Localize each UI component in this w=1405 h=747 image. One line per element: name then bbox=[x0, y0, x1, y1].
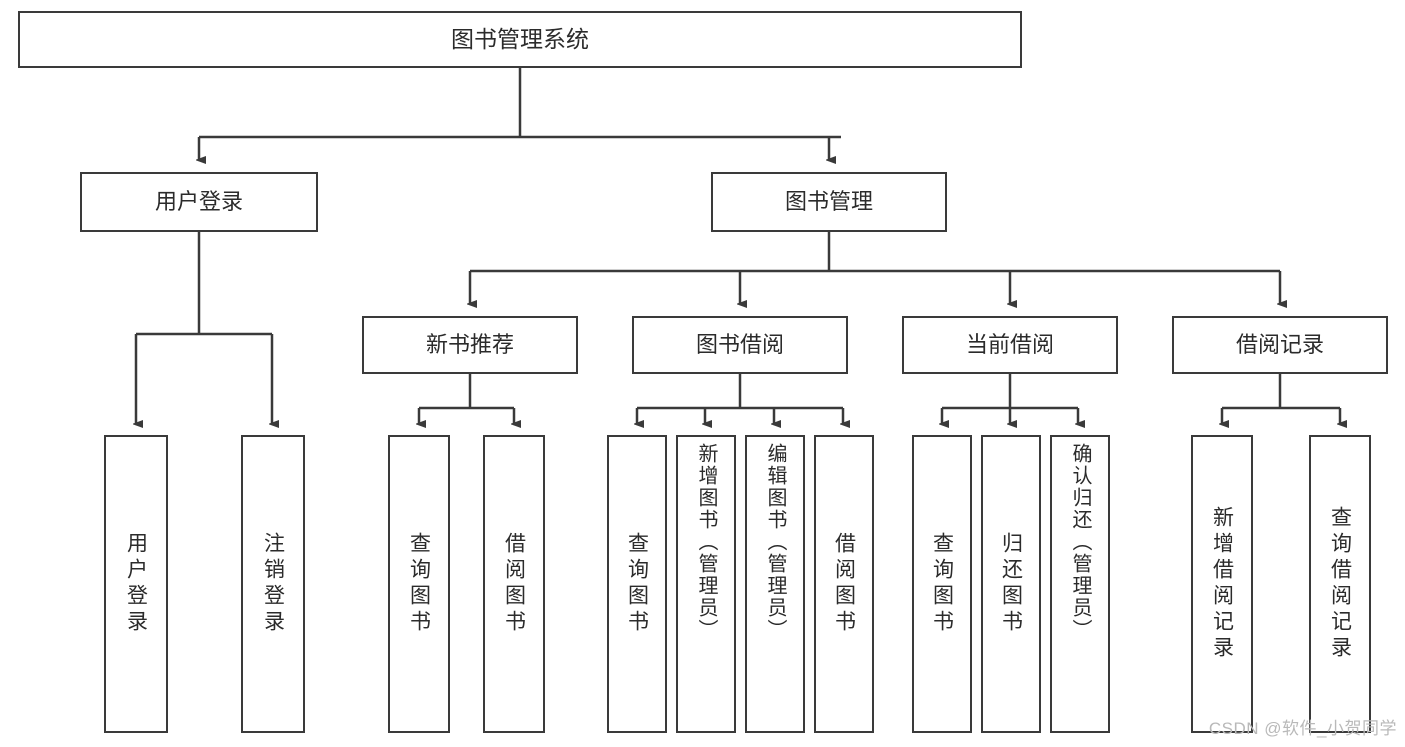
leaf-query-borrow-record[interactable]: 查询借阅记录 bbox=[1309, 435, 1371, 733]
node-label: 用户登录 bbox=[154, 189, 243, 215]
node-root-book-management-system[interactable]: 图书管理系统 bbox=[18, 11, 1022, 68]
node-label: 当前借阅 bbox=[965, 332, 1054, 358]
node-book-management[interactable]: 图书管理 bbox=[711, 172, 947, 232]
leaf-return-book[interactable]: 归还图书 bbox=[981, 435, 1041, 733]
leaf-logout[interactable]: 注销登录 bbox=[241, 435, 305, 733]
node-label: 新书推荐 bbox=[425, 332, 514, 358]
leaf-borrow-book[interactable]: 借阅图书 bbox=[814, 435, 874, 733]
node-label: 新增图书（管理员） bbox=[695, 443, 717, 641]
node-current-borrow[interactable]: 当前借阅 bbox=[902, 316, 1118, 374]
node-label: 图书管理系统 bbox=[451, 26, 589, 53]
node-label: 用户登录 bbox=[124, 532, 148, 636]
node-label: 编辑图书（管理员） bbox=[764, 443, 786, 641]
leaf-borrow-book-recommend[interactable]: 借阅图书 bbox=[483, 435, 545, 733]
node-new-book-recommend[interactable]: 新书推荐 bbox=[362, 316, 578, 374]
node-label: 注销登录 bbox=[261, 532, 285, 636]
node-user-login[interactable]: 用户登录 bbox=[80, 172, 318, 232]
leaf-user-login[interactable]: 用户登录 bbox=[104, 435, 168, 733]
node-borrow-record[interactable]: 借阅记录 bbox=[1172, 316, 1388, 374]
leaf-query-book-current[interactable]: 查询图书 bbox=[912, 435, 972, 733]
node-label: 归还图书 bbox=[999, 532, 1023, 636]
node-label: 图书管理 bbox=[784, 189, 873, 215]
node-label: 查询图书 bbox=[625, 532, 649, 636]
leaf-confirm-return-admin[interactable]: 确认归还（管理员） bbox=[1050, 435, 1110, 733]
leaf-query-book-recommend[interactable]: 查询图书 bbox=[388, 435, 450, 733]
watermark: CSDN @软件_小贺同学 bbox=[1208, 719, 1397, 738]
node-label: 查询图书 bbox=[930, 532, 954, 636]
node-label: 借阅图书 bbox=[502, 532, 526, 636]
node-label: 确认归还（管理员） bbox=[1069, 443, 1091, 641]
node-label: 查询借阅记录 bbox=[1328, 506, 1352, 662]
leaf-add-book-admin[interactable]: 新增图书（管理员） bbox=[676, 435, 736, 733]
leaf-edit-book-admin[interactable]: 编辑图书（管理员） bbox=[745, 435, 805, 733]
node-book-borrow[interactable]: 图书借阅 bbox=[632, 316, 848, 374]
node-label: 借阅记录 bbox=[1235, 332, 1324, 358]
node-label: 查询图书 bbox=[407, 532, 431, 636]
leaf-query-book-borrow[interactable]: 查询图书 bbox=[607, 435, 667, 733]
node-label: 新增借阅记录 bbox=[1210, 506, 1234, 662]
node-label: 图书借阅 bbox=[695, 332, 784, 358]
node-label: 借阅图书 bbox=[832, 532, 856, 636]
leaf-add-borrow-record[interactable]: 新增借阅记录 bbox=[1191, 435, 1253, 733]
